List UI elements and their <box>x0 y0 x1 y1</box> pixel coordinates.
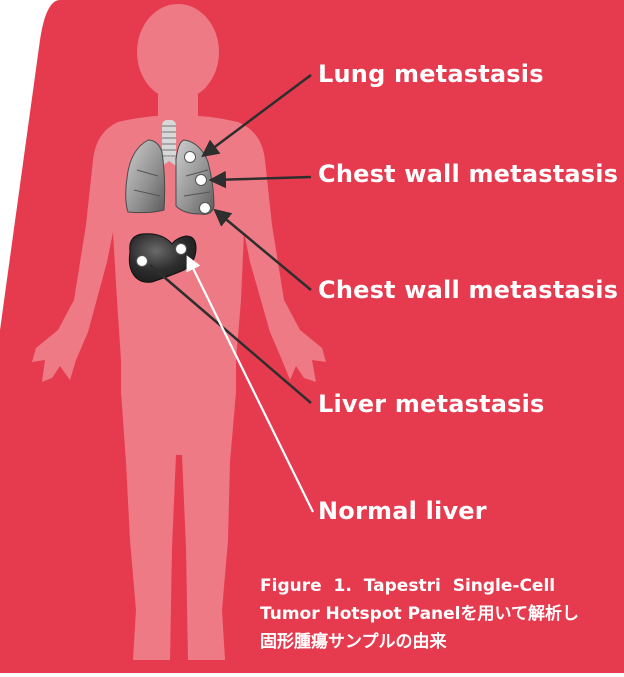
caption-line-2: Tumor Hotspot Panelを用いて解析し <box>260 600 579 628</box>
caption-line-1: Figure 1. Tapestri Single-Cell <box>260 572 579 600</box>
label-normal-liver: Normal liver <box>318 497 487 525</box>
marker-chest-wall-2 <box>200 203 211 214</box>
marker-normal-liver <box>176 244 187 255</box>
marker-chest-wall-1 <box>196 175 207 186</box>
marker-liver-metastasis <box>137 256 148 267</box>
label-liver-metastasis: Liver metastasis <box>318 390 545 418</box>
figure-caption: Figure 1. Tapestri Single-Cell Tumor Hot… <box>260 572 579 656</box>
label-chest-wall-metastasis-2: Chest wall metastasis 2 <box>318 276 624 304</box>
label-chest-wall-metastasis-1: Chest wall metastasis 1 <box>318 160 624 188</box>
marker-lung-metastasis <box>185 152 196 163</box>
label-lung-metastasis: Lung metastasis <box>318 60 544 88</box>
caption-line-3: 固形腫瘍サンプルの由来 <box>260 628 579 656</box>
